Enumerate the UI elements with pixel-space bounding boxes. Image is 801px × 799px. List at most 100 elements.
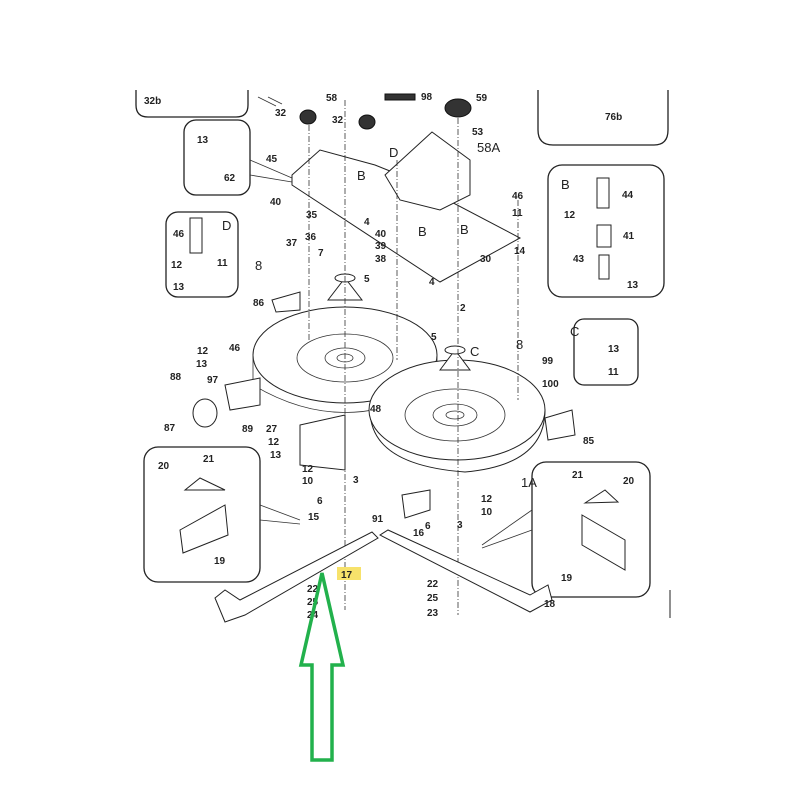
label-40[interactable]: 40: [270, 197, 282, 208]
label-99[interactable]: 99: [542, 356, 554, 367]
label-4[interactable]: 4: [429, 277, 435, 288]
label-6[interactable]: 6: [425, 521, 431, 532]
label-12[interactable]: 12: [197, 346, 209, 357]
label-8[interactable]: 8: [255, 258, 262, 273]
label-46[interactable]: 46: [173, 229, 185, 240]
label-D[interactable]: D: [222, 218, 231, 233]
label-10[interactable]: 10: [481, 507, 493, 518]
label-1A[interactable]: 1A: [521, 475, 537, 490]
label-87[interactable]: 87: [164, 423, 176, 434]
label-85[interactable]: 85: [583, 436, 595, 447]
label-100[interactable]: 100: [542, 379, 559, 390]
label-13[interactable]: 13: [196, 359, 208, 370]
label-20[interactable]: 20: [623, 476, 635, 487]
label-8[interactable]: 8: [516, 337, 523, 352]
label-41[interactable]: 41: [623, 231, 635, 242]
bracket-86: [271, 291, 301, 313]
label-32[interactable]: 32: [275, 108, 287, 119]
callout-box-32b: [135, 90, 249, 118]
bracket-91: [401, 489, 431, 519]
label-6[interactable]: 6: [317, 496, 323, 507]
label-22[interactable]: 22: [427, 579, 439, 590]
label-13[interactable]: 13: [270, 450, 282, 461]
label-4[interactable]: 4: [364, 217, 370, 228]
label-58[interactable]: 58: [326, 93, 338, 104]
label-B[interactable]: B: [418, 224, 427, 239]
label-37[interactable]: 37: [286, 238, 298, 249]
label-32[interactable]: 32: [332, 115, 344, 126]
label-59[interactable]: 59: [476, 93, 488, 104]
label-3[interactable]: 3: [457, 520, 463, 531]
label-44[interactable]: 44: [622, 190, 634, 201]
blade-18: [378, 529, 553, 613]
label-12[interactable]: 12: [302, 464, 314, 475]
label-22[interactable]: 22: [307, 584, 319, 595]
label-11[interactable]: 11: [608, 367, 619, 378]
label-11[interactable]: 11: [217, 258, 228, 269]
label-21[interactable]: 21: [203, 454, 215, 465]
label-14[interactable]: 14: [514, 246, 526, 257]
label-10[interactable]: 10: [302, 476, 314, 487]
part-labels: 32b 58 98 59 32 32 53 58A 76b 13 62 45 D…: [144, 92, 639, 621]
label-5[interactable]: 5: [431, 332, 437, 343]
label-36[interactable]: 36: [305, 232, 317, 243]
label-88[interactable]: 88: [170, 372, 182, 383]
label-32b[interactable]: 32b: [144, 96, 161, 107]
label-76b[interactable]: 76b: [605, 112, 622, 123]
label-23[interactable]: 23: [427, 608, 439, 619]
label-46[interactable]: 46: [512, 191, 524, 202]
label-86[interactable]: 86: [253, 298, 265, 309]
label-98[interactable]: 98: [421, 92, 433, 103]
label-13[interactable]: 13: [197, 135, 209, 146]
label-C[interactable]: C: [470, 344, 479, 359]
label-12[interactable]: 12: [171, 260, 183, 271]
label-45[interactable]: 45: [266, 154, 278, 165]
label-43[interactable]: 43: [573, 254, 585, 265]
label-30[interactable]: 30: [480, 254, 492, 265]
label-D[interactable]: D: [389, 145, 398, 160]
label-18[interactable]: 18: [544, 599, 556, 610]
label-40[interactable]: 40: [375, 229, 387, 240]
label-15[interactable]: 15: [308, 512, 320, 523]
blade-17: [214, 531, 379, 623]
label-12[interactable]: 12: [564, 210, 576, 221]
label-25[interactable]: 25: [427, 593, 439, 604]
label-13[interactable]: 13: [608, 344, 620, 355]
label-11[interactable]: 11: [512, 208, 523, 219]
label-39[interactable]: 39: [375, 241, 387, 252]
label-53[interactable]: 53: [472, 127, 484, 138]
label-19[interactable]: 19: [561, 573, 573, 584]
label-16[interactable]: 16: [413, 528, 425, 539]
label-46[interactable]: 46: [229, 343, 241, 354]
label-3[interactable]: 3: [353, 475, 359, 486]
label-97[interactable]: 97: [207, 375, 219, 386]
label-B[interactable]: B: [460, 222, 469, 237]
callout-box-left-blade: [143, 446, 261, 583]
label-20[interactable]: 20: [158, 461, 170, 472]
label-17-highlighted[interactable]: 17: [341, 570, 353, 581]
deck-housing-right: [368, 359, 546, 461]
label-91[interactable]: 91: [372, 514, 384, 525]
label-27[interactable]: 27: [266, 424, 278, 435]
label-58A[interactable]: 58A: [477, 140, 500, 155]
label-2[interactable]: 2: [460, 303, 466, 314]
label-25[interactable]: 25: [307, 597, 319, 608]
label-35[interactable]: 35: [306, 210, 318, 221]
highlight-17: [337, 567, 361, 580]
label-21[interactable]: 21: [572, 470, 584, 481]
label-48[interactable]: 48: [370, 404, 382, 415]
label-B[interactable]: B: [357, 168, 366, 183]
label-89[interactable]: 89: [242, 424, 254, 435]
label-13[interactable]: 13: [627, 280, 639, 291]
label-62[interactable]: 62: [224, 173, 236, 184]
spring-98: [384, 93, 416, 101]
label-5[interactable]: 5: [364, 274, 370, 285]
label-13[interactable]: 13: [173, 282, 185, 293]
label-12[interactable]: 12: [268, 437, 280, 448]
label-12[interactable]: 12: [481, 494, 493, 505]
label-38[interactable]: 38: [375, 254, 387, 265]
label-B[interactable]: B: [561, 177, 570, 192]
label-C[interactable]: C: [570, 324, 579, 339]
label-7[interactable]: 7: [318, 248, 324, 259]
label-19[interactable]: 19: [214, 556, 226, 567]
